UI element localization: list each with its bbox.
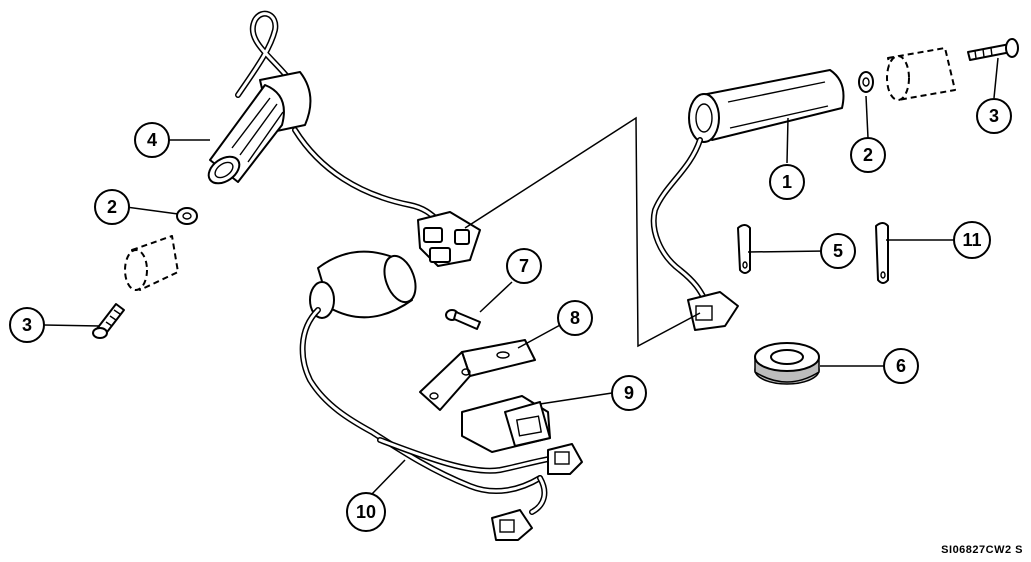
- callout-1: 1: [769, 164, 805, 200]
- svg-text:9: 9: [624, 383, 634, 403]
- right-bar-end-weight: [886, 47, 956, 101]
- callout-9: 9: [611, 375, 647, 411]
- right-grip-connector: [687, 291, 739, 331]
- diagram-code: SI06827CW2 S: [941, 544, 1023, 556]
- callout-5: 5: [820, 233, 856, 269]
- relay-unit: [461, 395, 551, 453]
- harness-connector-a: [547, 443, 583, 475]
- svg-text:1: 1: [782, 172, 792, 192]
- callout-8: 8: [557, 300, 593, 336]
- callout-11: 11: [953, 221, 991, 259]
- callout-2-right: 2: [850, 137, 886, 173]
- callout-7: 7: [506, 248, 542, 284]
- svg-text:5: 5: [833, 241, 843, 261]
- svg-text:7: 7: [519, 256, 529, 276]
- left-grip-connector: [417, 211, 481, 267]
- callout-3-right: 3: [976, 98, 1012, 134]
- svg-text:10: 10: [356, 502, 376, 522]
- callout-2-left: 2: [94, 189, 130, 225]
- connection-line: [464, 116, 701, 348]
- cable-tie-long: [875, 222, 889, 284]
- right-grip-spacer: [858, 71, 874, 93]
- relay-harness: [299, 250, 558, 515]
- callout-6: 6: [883, 348, 919, 384]
- svg-text:3: 3: [989, 106, 999, 126]
- callout-4: 4: [134, 122, 170, 158]
- left-bar-end-screw: [92, 303, 125, 339]
- svg-text:6: 6: [896, 356, 906, 376]
- callout-3-left: 3: [9, 307, 45, 343]
- svg-text:2: 2: [863, 145, 873, 165]
- cable-tie-short: [737, 224, 751, 274]
- left-bar-end-weight: [124, 235, 179, 291]
- svg-text:11: 11: [962, 230, 981, 250]
- svg-text:3: 3: [22, 315, 32, 335]
- callout-10: 10: [346, 492, 386, 532]
- svg-text:4: 4: [147, 130, 157, 150]
- right-bar-end-screw: [967, 38, 1019, 61]
- right-grip-heater: [650, 69, 845, 303]
- relay-bracket: [419, 339, 536, 411]
- svg-text:2: 2: [107, 197, 117, 217]
- left-grip-heater: [207, 10, 443, 225]
- harness-connector-b: [491, 509, 533, 541]
- bracket-bolt: [445, 309, 481, 330]
- svg-text:8: 8: [570, 308, 580, 328]
- leader-lines: [43, 57, 999, 497]
- left-grip-spacer: [176, 207, 198, 225]
- rubber-grommet: [754, 342, 820, 385]
